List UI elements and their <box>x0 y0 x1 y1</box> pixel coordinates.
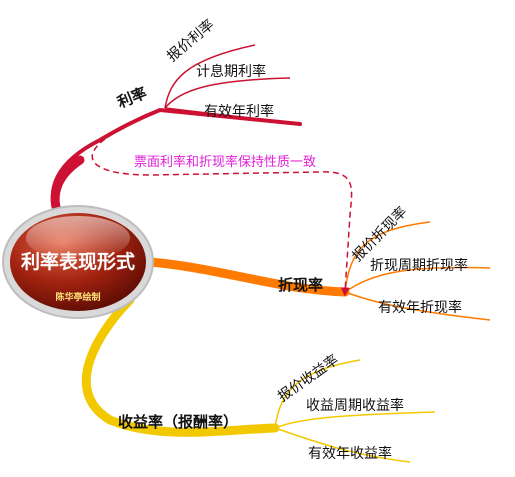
leaf-effective-annual-discount-rate: 有效年折现率 <box>378 299 462 316</box>
relation-connector: 票面利率和折现率保持性质一致 <box>91 119 353 297</box>
center-title: 利率表现形式 <box>21 250 135 273</box>
branch-discount-rate: 折现率 报价折现率 折现周期折现率 有效年折现率 <box>145 203 491 321</box>
branch-title-interest-rate: 利率 <box>115 84 150 112</box>
branch-title-discount-rate: 折现率 <box>278 276 323 294</box>
branch-interest-rate: 利率 报价利率 计息期利率 有效年利率 <box>50 16 302 227</box>
leaf-effective-annual-interest-rate: 有效年利率 <box>204 103 274 120</box>
leaf-period-interest-rate: 计息期利率 <box>196 63 266 80</box>
leaf-period-yield-rate: 收益周期收益率 <box>306 397 404 414</box>
leaf-effective-annual-yield-rate: 有效年收益率 <box>308 445 392 462</box>
relation-note: 票面利率和折现率保持性质一致 <box>134 154 316 170</box>
center-node: 利率表现形式 陈华亭绘制 <box>2 205 154 319</box>
branch-yield-rate: 收益率（报酬率） 报价收益率 收益周期收益率 有效年收益率 <box>81 295 436 463</box>
branch-title-yield-rate: 收益率（报酬率） <box>118 413 238 431</box>
leaf-quoted-discount-rate: 报价折现率 <box>349 203 411 265</box>
leaf-period-discount-rate: 折现周期折现率 <box>370 257 468 274</box>
author-label: 陈华亭绘制 <box>55 291 100 303</box>
